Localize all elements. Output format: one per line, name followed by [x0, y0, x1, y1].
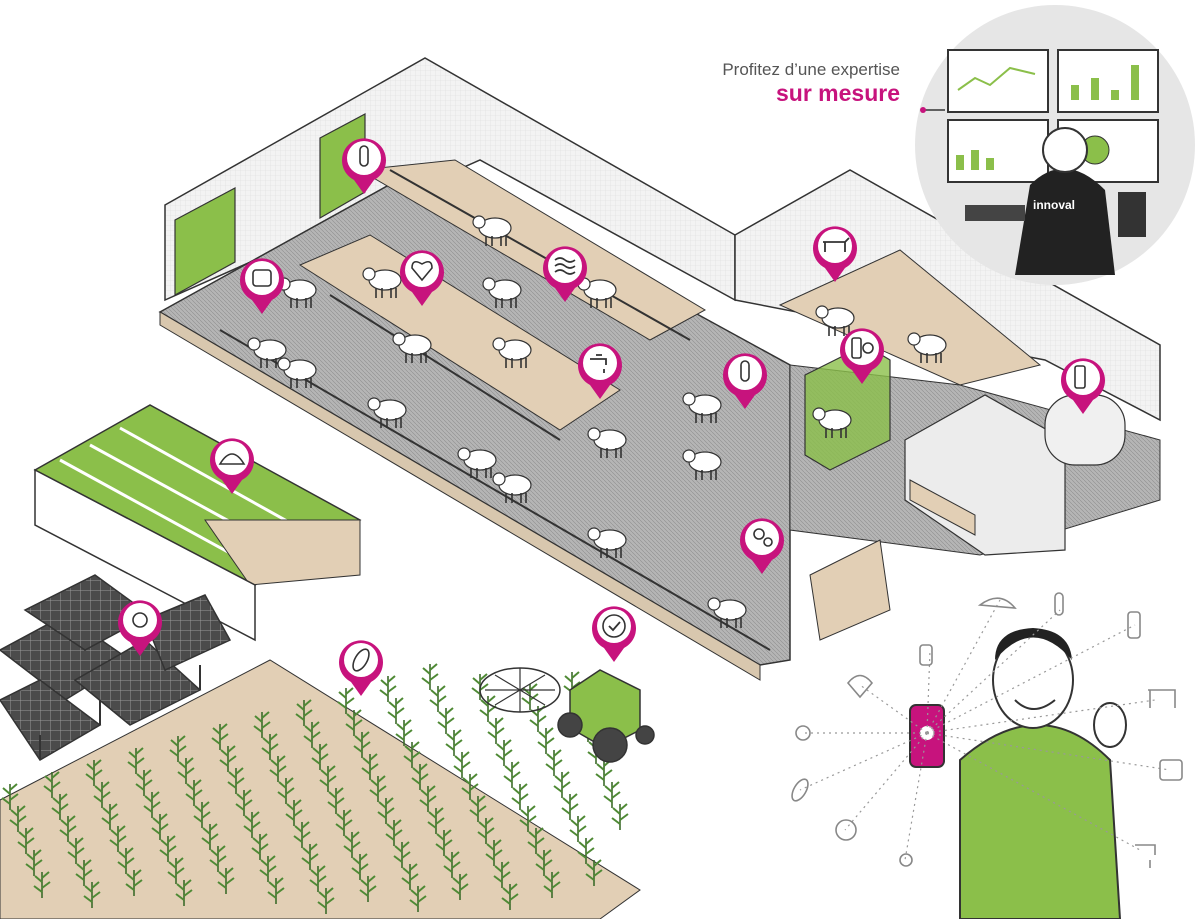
air-flow-icon [554, 257, 576, 275]
gray-sensor-icons [791, 592, 1183, 868]
heart-rate-icon [846, 674, 874, 699]
corn-plant [421, 663, 439, 691]
farmer-with-phone [909, 628, 1127, 919]
corn-plant [387, 697, 405, 725]
cow-marker[interactable] [813, 226, 857, 282]
headline-line-2: sur mesure [775, 79, 900, 106]
corn-plant [561, 793, 579, 821]
corn-plant [595, 759, 613, 787]
heart-rate-icon [411, 260, 433, 282]
main-barn [158, 57, 791, 681]
milk-settings-marker[interactable] [840, 328, 884, 384]
corn-plant [445, 729, 463, 757]
milk-settings-icon [919, 644, 933, 666]
corn-plant [545, 749, 563, 777]
milk-settings-icon [862, 342, 874, 354]
corn-plant [453, 751, 471, 779]
corn-plant [611, 803, 629, 831]
thermometer-icon [1054, 592, 1064, 616]
feed-bag-icon [1159, 759, 1183, 781]
sun-icon [795, 725, 811, 741]
silage-marker[interactable] [210, 438, 254, 494]
feed-bag-icon [252, 269, 272, 287]
tractor [479, 667, 655, 763]
thermometer-marker-1[interactable] [342, 138, 386, 194]
water-tap-icon [590, 354, 607, 373]
corn-icon [791, 778, 809, 802]
connection-rays [799, 599, 1171, 861]
solar-marker[interactable] [118, 600, 162, 656]
sperm-cell-icon [899, 853, 913, 867]
heart-rate-marker[interactable] [400, 250, 444, 306]
thermometer-icon [740, 360, 750, 382]
solar-panels [0, 574, 232, 762]
milk-tank-icon [1127, 611, 1141, 639]
sun-icon [132, 612, 148, 628]
corn-plant [603, 781, 621, 809]
milk-tank-icon [1074, 365, 1086, 389]
feed-bag-marker[interactable] [240, 258, 284, 314]
brand-logo: innoval [1033, 198, 1076, 212]
sensor-markers [118, 138, 1105, 696]
corn-plant [429, 685, 447, 713]
corn-plant [379, 675, 397, 703]
cow-icon [1148, 689, 1176, 708]
corn-plant [495, 739, 513, 767]
corn-plant [569, 815, 587, 843]
headline-line-1: Profitez d’une expertise [722, 60, 900, 79]
powder-icon [218, 453, 246, 465]
corn-plant [487, 717, 505, 745]
corn-field [0, 659, 641, 919]
check-clock-icon [835, 819, 857, 841]
thermometer-marker-2[interactable] [723, 353, 767, 409]
cow-icon [823, 237, 850, 252]
corn-plant [553, 771, 571, 799]
corn-plant [479, 695, 497, 723]
corn-icon [352, 648, 370, 672]
powder-icon [977, 597, 1017, 609]
water-tap-icon [1135, 844, 1156, 868]
headline: Profitez d’une expertise sur mesure [600, 60, 900, 106]
sperm-cell-icon [753, 528, 765, 540]
water-tap-marker[interactable] [578, 343, 622, 399]
corn-marker[interactable] [339, 640, 383, 696]
side-barn [734, 169, 1161, 641]
milk-tank-marker[interactable] [1061, 358, 1105, 414]
corn-plant [503, 761, 521, 789]
corn-plant [511, 783, 529, 811]
corn-plant [537, 727, 555, 755]
air-flow-marker[interactable] [543, 246, 587, 302]
fertility-marker[interactable] [740, 518, 784, 574]
thermometer-icon [359, 145, 369, 167]
expert-circle [915, 5, 1195, 285]
corn-plant [437, 707, 455, 735]
check-clock-icon [602, 614, 626, 638]
tractor-check-marker[interactable] [592, 606, 636, 662]
